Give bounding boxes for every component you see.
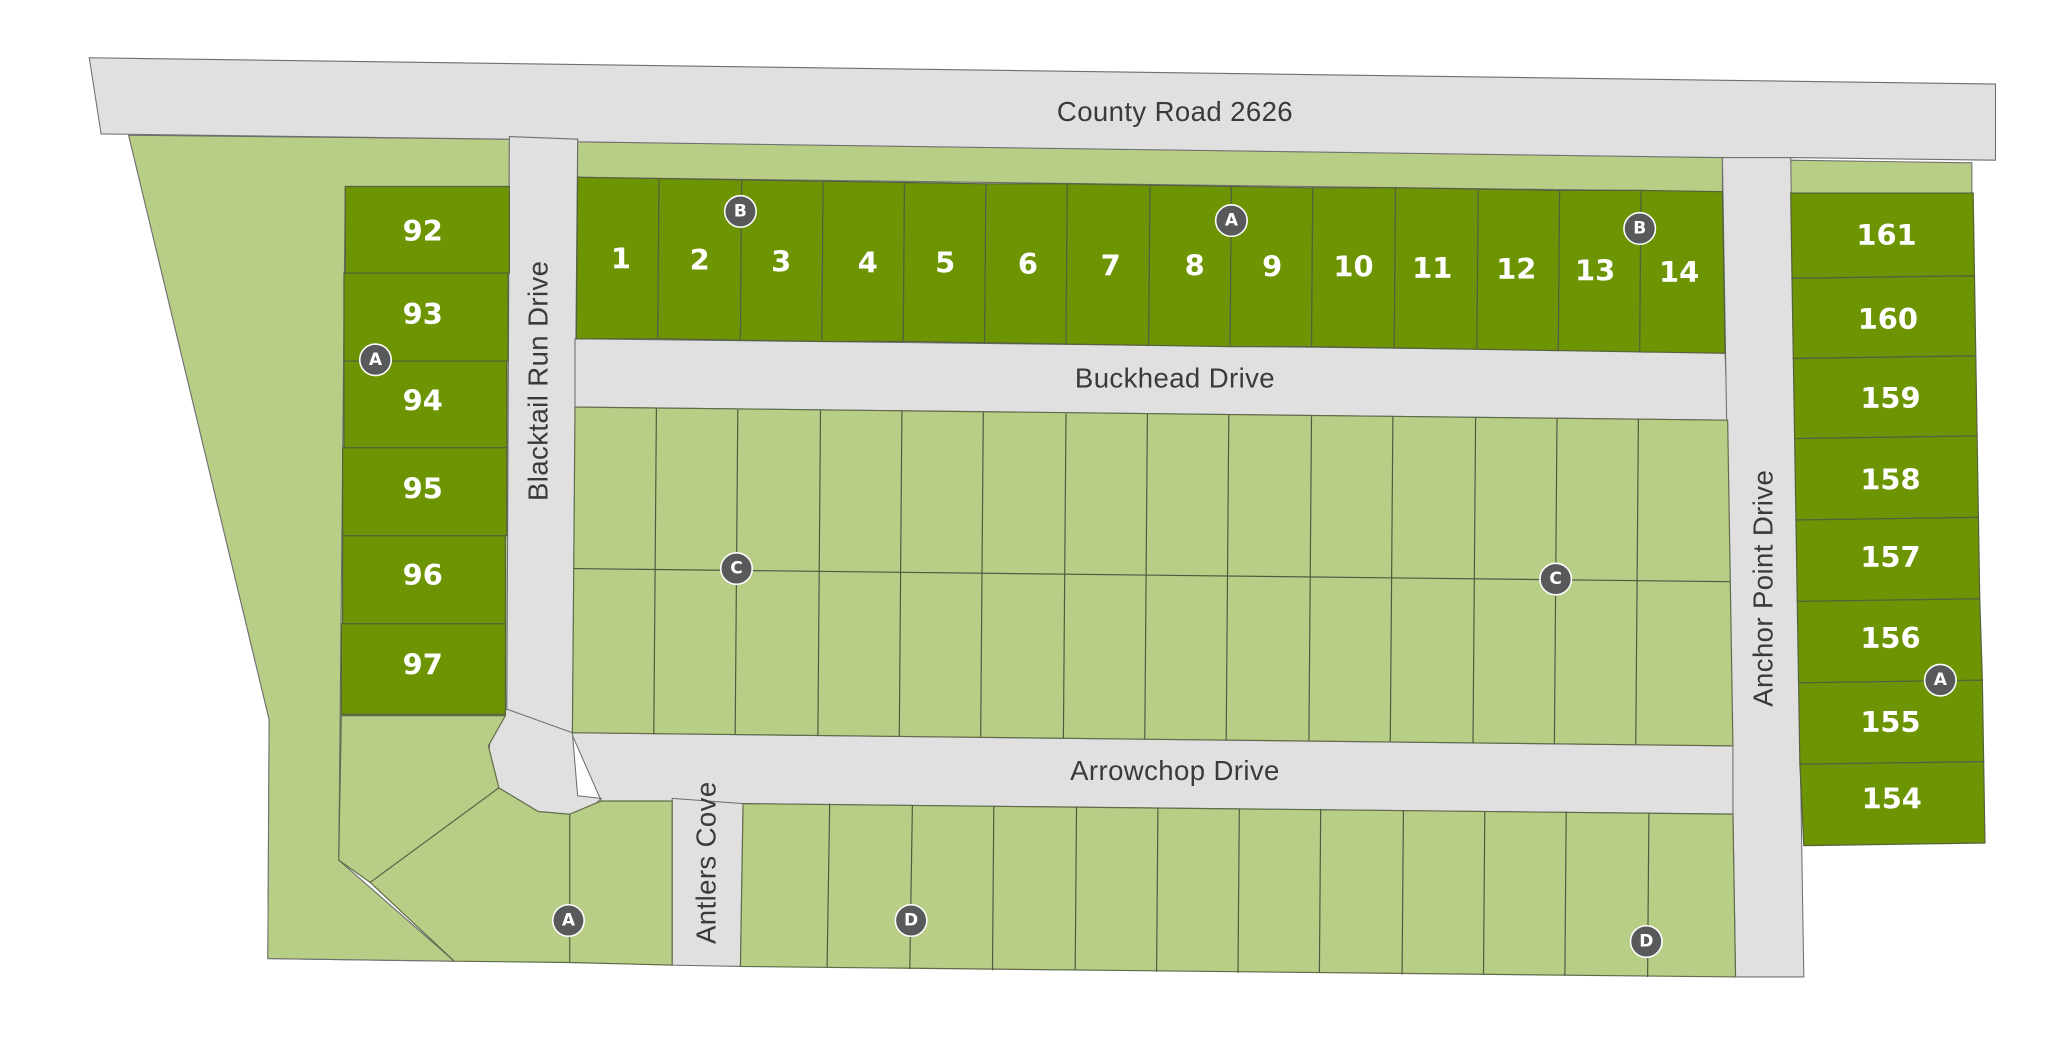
svg-text:A: A [1934,670,1948,690]
lot-label-3: 3 [771,244,791,278]
lot-97[interactable] [340,623,507,715]
lot-154[interactable] [1799,761,1986,847]
marker-c-middle-right[interactable]: C [1539,562,1573,596]
lot-92[interactable] [344,185,510,274]
lot-label-157: 157 [1860,540,1920,574]
lot-label-9: 9 [1262,250,1282,284]
lot-14[interactable] [1639,189,1726,354]
buffer-strip-right [1790,159,1973,194]
lot-label-7: 7 [1101,248,1121,282]
lower-left-lots [338,715,673,966]
svg-text:D: D [904,910,918,930]
road-label-blacktail: Blacktail Run Drive [522,261,553,501]
svg-text:A: A [562,910,576,930]
road-label-county-road: County Road 2626 [1057,96,1293,127]
lot-label-155: 155 [1860,705,1920,739]
middle-block [571,406,1734,747]
svg-text:C: C [1549,569,1562,589]
marker-a-left[interactable]: A [358,343,393,377]
lot-label-94: 94 [403,383,443,417]
road-label-antlers-cove: Antlers Cove [690,781,721,944]
lot-label-5: 5 [935,246,955,280]
lot-label-13: 13 [1575,254,1615,288]
svg-text:A: A [369,350,383,370]
lot-label-95: 95 [403,471,443,505]
marker-d-bottom-left[interactable]: D [894,903,928,938]
right-lot-column: 161 160 159 158 157 156 155 154 [1790,192,1986,847]
lot-label-2: 2 [690,243,710,277]
lot-label-158: 158 [1860,462,1920,496]
lot-95[interactable] [342,447,508,537]
road-label-anchor-point: Anchor Point Drive [1747,470,1778,707]
svg-text:B: B [1633,218,1646,238]
lot-label-10: 10 [1333,250,1373,284]
lot-cul-de-sac-3[interactable] [569,800,673,966]
lot-label-154: 154 [1862,781,1922,815]
marker-b-top-right[interactable]: B [1623,211,1657,246]
road-label-arrowchop: Arrowchop Drive [1070,755,1280,786]
lot-96[interactable] [342,535,507,625]
lot-label-4: 4 [858,246,878,280]
lot-label-156: 156 [1860,621,1920,655]
svg-text:C: C [730,559,743,579]
lot-label-160: 160 [1858,302,1918,336]
marker-c-middle-left[interactable]: C [719,552,754,586]
lot-label-8: 8 [1185,248,1205,282]
lot-label-97: 97 [403,647,443,681]
road-label-buckhead: Buckhead Drive [1075,362,1275,393]
top-lot-row: 1 2 3 4 5 6 7 8 9 10 11 12 13 14 [575,176,1726,354]
bottom-lot-row [739,803,1737,978]
marker-a-bottom[interactable]: A [551,903,585,938]
svg-text:D: D [1639,932,1653,952]
marker-a-top[interactable]: A [1214,204,1248,238]
marker-b-top-left[interactable]: B [723,194,757,228]
marker-d-bottom-right[interactable]: D [1629,924,1663,959]
lot-label-92: 92 [403,214,443,248]
lot-label-14: 14 [1659,255,1699,289]
svg-text:A: A [1225,211,1239,231]
lot-label-161: 161 [1856,218,1916,252]
lot-label-93: 93 [403,297,443,331]
svg-text:B: B [734,201,747,221]
lot-label-12: 12 [1496,252,1536,286]
lot-label-11: 11 [1412,251,1452,285]
lot-label-96: 96 [403,558,443,592]
lot-label-159: 159 [1860,381,1920,415]
marker-a-right[interactable]: A [1923,663,1957,697]
lot-label-6: 6 [1018,247,1038,281]
lot-label-1: 1 [611,242,631,276]
left-lot-column: 92 93 94 95 96 97 [340,185,510,715]
